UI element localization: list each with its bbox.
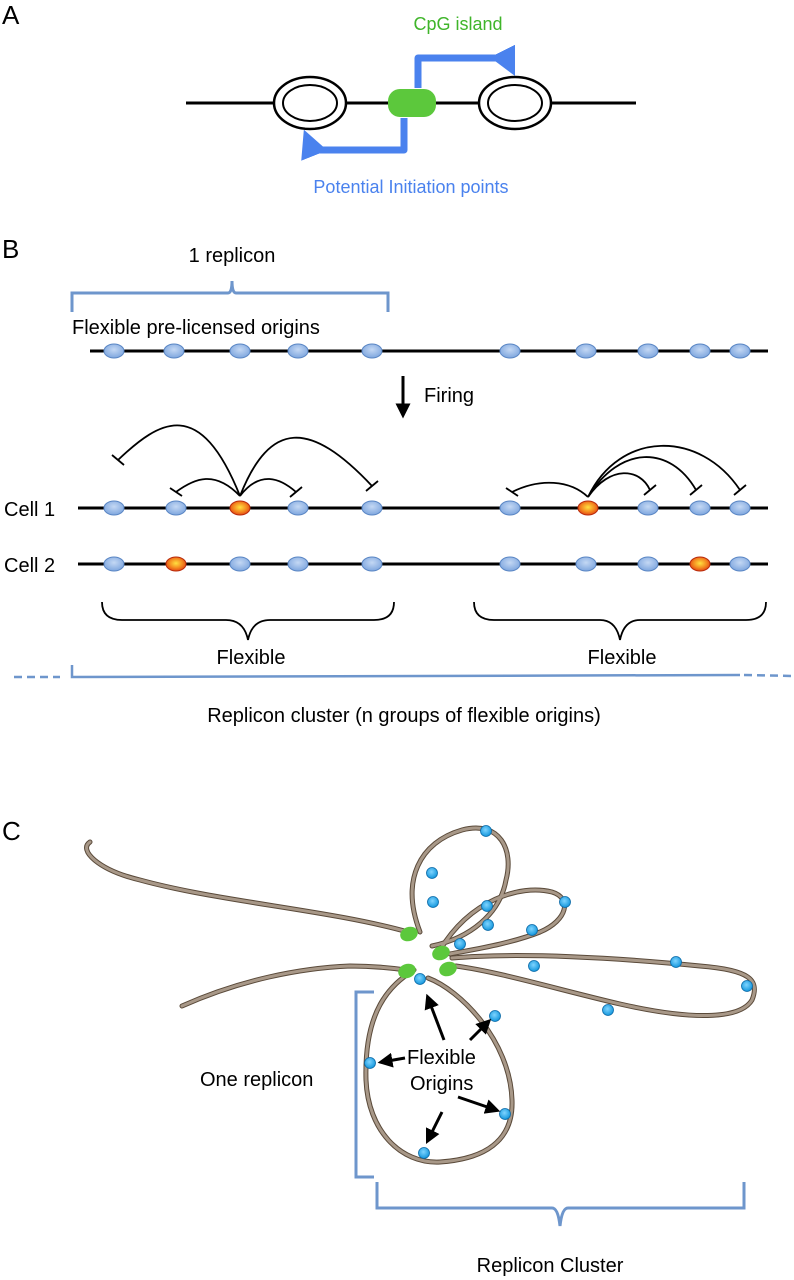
pre-licensed-origin — [287, 343, 309, 359]
nucleosome-left — [272, 75, 348, 131]
cell-2-origin — [229, 556, 251, 572]
cpg-anchors — [398, 926, 457, 979]
origins-word: Origins — [410, 1073, 473, 1095]
flexible-label-right: Flexible — [588, 647, 657, 669]
cell-1-origin — [499, 500, 521, 516]
cell-1-origin — [637, 500, 659, 516]
pre-licensed-origins-label: Flexible pre-licensed origins — [72, 317, 320, 339]
origin-dots — [364, 825, 753, 1159]
pre-licensed-origin — [499, 343, 521, 359]
cell-2-fired-origin — [165, 556, 187, 572]
nucleosome-right — [477, 75, 553, 131]
pre-licensed-origin — [163, 343, 185, 359]
cell-2-origin — [361, 556, 383, 572]
cell-2-label: Cell 2 — [4, 555, 55, 577]
replicon-cluster-label-c: Replicon Cluster — [477, 1255, 624, 1277]
cell-2-origin — [287, 556, 309, 572]
pre-licensed-origins — [103, 343, 751, 359]
flexible-brace-left — [101, 601, 395, 641]
pre-licensed-origin — [229, 343, 251, 359]
cell-2-origin — [729, 556, 751, 572]
cell-2-fired-origin — [689, 556, 711, 572]
pre-licensed-origin — [689, 343, 711, 359]
cell-1-origin — [689, 500, 711, 516]
pre-licensed-origin — [103, 343, 125, 359]
origin-pointer-arrows — [377, 993, 501, 1145]
flexible-label-left: Flexible — [217, 647, 286, 669]
pre-licensed-origin — [575, 343, 597, 359]
cell-1-fired-origin — [229, 500, 251, 516]
cell-2-origin — [499, 556, 521, 572]
pre-licensed-origin — [637, 343, 659, 359]
cell-1-fired-origin — [577, 500, 599, 516]
one-replicon-bracket — [354, 990, 374, 1179]
panel-label-b: B — [2, 234, 19, 264]
cell-1-origin — [103, 500, 125, 516]
cell-2-origin — [103, 556, 125, 572]
pre-licensed-origin — [361, 343, 383, 359]
initiation-points-label: Potential Initiation points — [313, 177, 508, 197]
firing-label: Firing — [424, 385, 474, 407]
cpg-island-label: CpG island — [413, 14, 502, 34]
replicon-cluster-bracket-c — [375, 1182, 746, 1227]
flexible-brace-right — [473, 601, 767, 641]
panel-b: B 1 replicon Flexible pre-licensed origi… — [2, 234, 794, 727]
cell-1-origin — [361, 500, 383, 516]
cell-1-origin — [287, 500, 309, 516]
replicon-cluster-label-b: Replicon cluster (n groups of flexible o… — [207, 705, 601, 727]
cell-1-origin — [729, 500, 751, 516]
panel-label-a: A — [2, 0, 20, 30]
initiation-arrow-right — [414, 44, 516, 88]
initiation-arrow-left — [301, 118, 408, 161]
one-replicon-label: 1 replicon — [189, 245, 276, 267]
cpg-island — [388, 89, 436, 117]
one-replicon-label-c: One replicon — [200, 1069, 313, 1091]
panel-label-c: C — [2, 816, 21, 846]
cell-2-origins — [103, 556, 751, 572]
fork-arcs-cell-1 — [111, 424, 747, 498]
panel-c: C — [2, 816, 757, 1277]
flexible-word: Flexible — [407, 1047, 476, 1069]
pre-licensed-origin — [729, 343, 751, 359]
chromatin-loops — [84, 825, 757, 1165]
cell-1-label: Cell 1 — [4, 499, 55, 521]
cell-1-origins — [103, 500, 751, 516]
cell-2-origin — [575, 556, 597, 572]
panel-a: A CpG island Potential Initiation points — [2, 0, 636, 197]
replicon-cluster-bar — [14, 665, 794, 679]
replicon-bracket — [70, 280, 390, 312]
cell-1-origin — [165, 500, 187, 516]
cell-2-origin — [637, 556, 659, 572]
